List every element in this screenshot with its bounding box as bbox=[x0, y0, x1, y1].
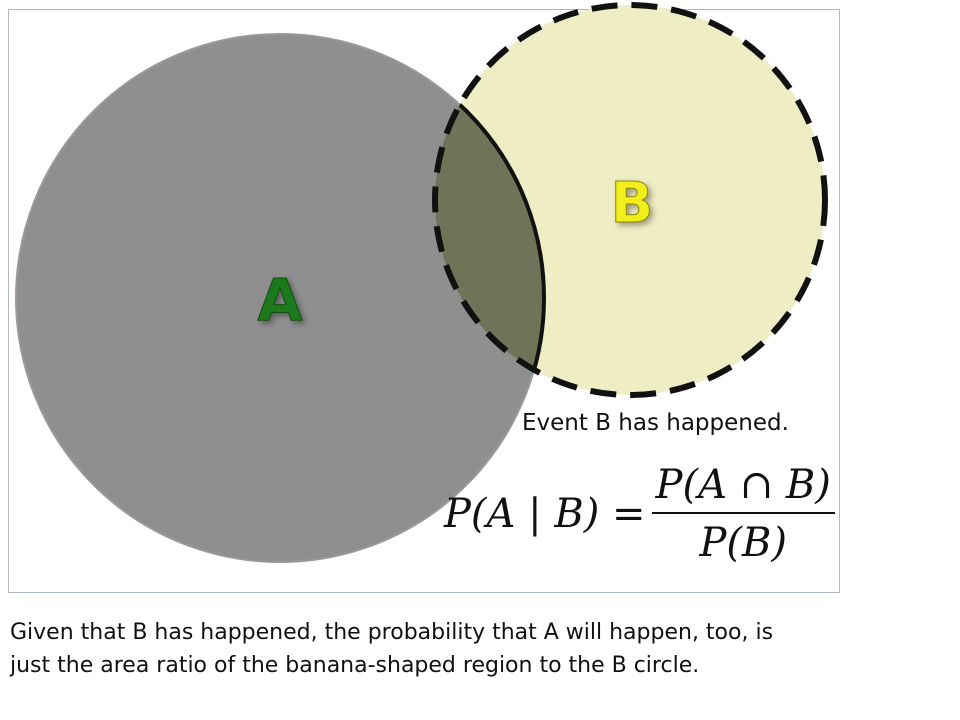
formula-lhs: P(A | B) = bbox=[444, 491, 646, 537]
slide-frame bbox=[8, 9, 840, 593]
caption: Given that B has happened, the probabili… bbox=[10, 616, 950, 682]
caption-line-2: just the area ratio of the banana-shaped… bbox=[10, 653, 700, 678]
conditional-probability-formula: P(A | B) = P(A ∩ B) P(B) bbox=[444, 462, 835, 566]
formula-numerator: P(A ∩ B) bbox=[655, 462, 831, 508]
circle-a-arc bbox=[435, 32, 546, 395]
circle-b-outline bbox=[432, 2, 828, 398]
formula-fraction: P(A ∩ B) P(B) bbox=[651, 462, 835, 566]
fraction-bar bbox=[651, 512, 835, 514]
label-a: A bbox=[258, 266, 303, 334]
caption-line-1: Given that B has happened, the probabili… bbox=[10, 620, 774, 645]
formula-denominator: P(B) bbox=[699, 520, 787, 566]
event-note: Event B has happened. bbox=[522, 410, 789, 436]
label-b: B bbox=[611, 171, 654, 236]
